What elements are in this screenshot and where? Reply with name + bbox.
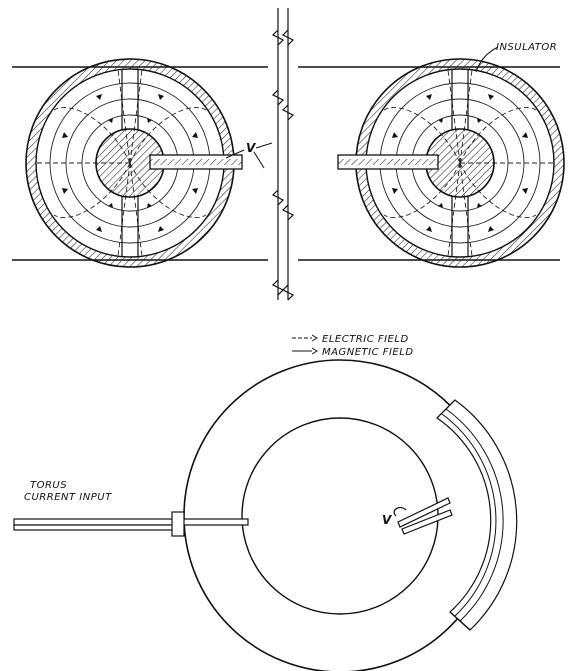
left-magnetic-arrows xyxy=(62,94,198,232)
right-electric-field-lines xyxy=(383,69,554,257)
legend-magnetic-label: MAGNETIC FIELD xyxy=(322,347,414,358)
voltage-leaders-top xyxy=(225,142,273,169)
legend: ELECTRIC FIELD MAGNETIC FIELD xyxy=(292,334,414,358)
insulator-label: INSULATOR xyxy=(496,42,557,53)
legend-electric-label: ELECTRIC FIELD xyxy=(322,334,409,345)
torus-input-label-line2: CURRENT INPUT xyxy=(24,492,112,503)
inner-electrode xyxy=(393,497,453,535)
voltage-label-bottom: V xyxy=(382,513,393,527)
insulator-leader xyxy=(475,46,499,73)
torus-input-label-line1: TORUS xyxy=(30,480,67,491)
left-electric-field-lines xyxy=(36,69,207,257)
right-cross-section xyxy=(337,58,565,268)
torus-current-input-rod xyxy=(13,511,249,537)
right-magnetic-arrows xyxy=(392,94,528,232)
torus-plan-view xyxy=(13,359,518,671)
left-cross-section xyxy=(25,58,243,268)
center-axis xyxy=(271,8,295,301)
voltage-label-top: V xyxy=(246,141,257,155)
